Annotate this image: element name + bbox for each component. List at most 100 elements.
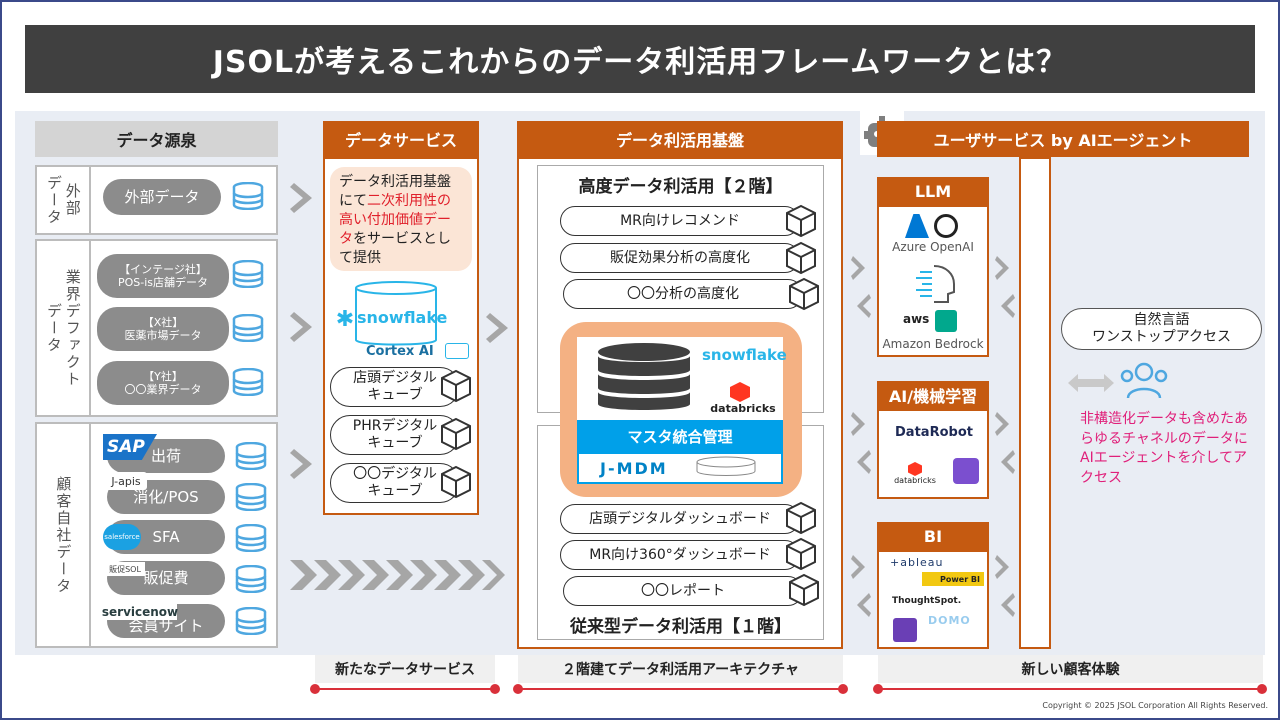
cube-icon (441, 417, 471, 451)
chevron-right-icon (290, 312, 312, 342)
page-title: JSOLが考えるこれからのデータ利活用フレームワークとは？ (25, 25, 1255, 93)
upper-item: 販促効果分析の高度化 (560, 243, 800, 273)
bottom-label-new-data-service: 新たなデータサービス (315, 655, 495, 683)
master-management-bar: マスタ統合管理 (577, 420, 783, 452)
ml-databricks-icon (908, 462, 922, 476)
bottom-dot (490, 684, 500, 694)
cube-icon (789, 277, 819, 311)
bottom-label-architecture: ２階建てデータ利活用アーキテクチャ (518, 655, 843, 683)
azure-openai-label: Azure OpenAI (892, 240, 974, 254)
upper-item: MR向けレコメンド (560, 206, 800, 236)
ml-header: AI/機械学習 (877, 381, 989, 409)
industry-item-x: 【X社】 医薬市場データ (97, 307, 229, 351)
database-icon (232, 314, 264, 342)
chevron-right-icon (290, 183, 312, 213)
cube-icon (786, 501, 816, 535)
cube-icon (441, 465, 471, 499)
cube-label: キューブ (367, 435, 423, 451)
bidirectional-arrow-icon (995, 412, 1015, 474)
platform-databricks-logo: databricks (710, 402, 776, 415)
industry-item-y: 【Y社】 〇〇業界データ (97, 361, 229, 405)
note-highlight: 二次利用性の高い付加価値データ (339, 192, 451, 247)
salesforce-logo: salesforce (103, 524, 141, 550)
platform-snowflake-logo: snowflake (702, 346, 787, 364)
bidirectional-arrow-icon (851, 256, 871, 318)
platform-header: データ利活用基盤 (517, 121, 843, 157)
snowflake-icon: ✱ (335, 306, 355, 332)
industry-item-line: 〇〇業界データ (124, 383, 202, 396)
cube-icon (786, 204, 816, 238)
external-group-label: データ 外部 (37, 167, 91, 233)
thoughtspot-logo: ThoughtSpot. (892, 596, 962, 606)
bidirectional-arrow-icon (851, 412, 871, 474)
cube-label: PHRデジタル (352, 418, 438, 435)
cube-icon (789, 573, 819, 607)
cube-label: キューブ (367, 387, 423, 403)
industry-item-line: 【Y社】 (143, 369, 183, 383)
llm-header: LLM (877, 177, 989, 205)
bottom-line (315, 688, 495, 690)
bi-tool-icon (893, 618, 917, 642)
aws-logo: aws (903, 312, 930, 326)
snowflake-logo: snowflake (357, 308, 448, 327)
bedrock-icon (935, 310, 957, 332)
industry-label-data: データ (45, 302, 63, 354)
bidirectional-arrow-icon (851, 555, 871, 617)
sources-header: データ源泉 (35, 121, 278, 157)
bottom-line (518, 688, 843, 690)
ai-head-icon (916, 265, 955, 303)
amazon-bedrock-label: Amazon Bedrock (882, 337, 984, 351)
lower-item: 〇〇レポート (563, 576, 803, 606)
data-service-note: データ利活用基盤にて二次利用性の高い付加価値データをサービスとして提供 (330, 167, 472, 271)
jmdm-disk-icon (696, 456, 756, 476)
note-text: をサービスとして提供 (339, 230, 451, 266)
note-text: データ利活用基盤にて (339, 174, 451, 209)
cube-icon (441, 369, 471, 403)
domo-logo: DOMO (928, 614, 971, 627)
users-icon (1120, 362, 1168, 399)
upper-floor-title: 高度データ利活用【２階】 (578, 177, 783, 197)
database-icon (235, 607, 267, 635)
llm-panel (877, 205, 989, 357)
database-icon (232, 182, 264, 210)
industry-item-intage: 【インテージ社】 POS-is店舗データ (97, 254, 229, 298)
openai-icon (934, 214, 958, 238)
chevron-right-icon (486, 313, 508, 343)
database-icon (235, 483, 267, 511)
cortex-icon (445, 343, 469, 359)
cube-label: 〇〇デジタル (353, 466, 437, 483)
chevron-right-icon (290, 449, 312, 479)
data-service-header: データサービス (323, 121, 479, 157)
cube-label: キューブ (367, 483, 423, 499)
lower-floor-title: 従来型データ利活用【１階】 (570, 617, 791, 637)
database-icon (235, 442, 267, 470)
store-digital-cube: 店頭デジタル キューブ (330, 367, 460, 407)
bi-header: BI (877, 522, 989, 550)
bottom-dot (873, 684, 883, 694)
natural-language-line: ワンストップアクセス (1091, 329, 1232, 345)
industry-group-label: データ 業界デファクト (37, 241, 91, 415)
natural-language-box: 自然言語 ワンストップアクセス (1061, 308, 1262, 350)
copyright: Copyright © 2025 JSOL Corporation All Ri… (1042, 701, 1268, 710)
database-icon (232, 368, 264, 396)
ml-panel (877, 409, 989, 499)
database-icon (232, 260, 264, 288)
ml-databricks-logo: databricks (894, 476, 936, 485)
hansoku-sol-logo: 販促SOL (105, 562, 145, 576)
database-icon (598, 343, 690, 410)
ml-tool-icon (953, 458, 979, 484)
japis-logo: J-apis (105, 472, 147, 490)
bidirectional-arrow-icon (995, 555, 1015, 617)
cube-icon (786, 537, 816, 571)
database-icon (235, 565, 267, 593)
lower-item: 店頭デジタルダッシュボード (560, 504, 800, 534)
user-service-description: 非構造化データも含めたあらゆるチャネルのデータにAIエージェントを介してアクセス (1080, 411, 1248, 486)
cube-label: 店頭デジタル (353, 370, 437, 387)
lower-item: MR向け360°ダッシュボード (560, 540, 800, 570)
bottom-line (878, 688, 1263, 690)
bottom-dot (1257, 684, 1267, 694)
industry-item-line: 医薬市場データ (124, 329, 202, 342)
industry-item-line: 【インテージ社】 (119, 262, 207, 276)
upper-item: 〇〇分析の高度化 (563, 279, 803, 309)
